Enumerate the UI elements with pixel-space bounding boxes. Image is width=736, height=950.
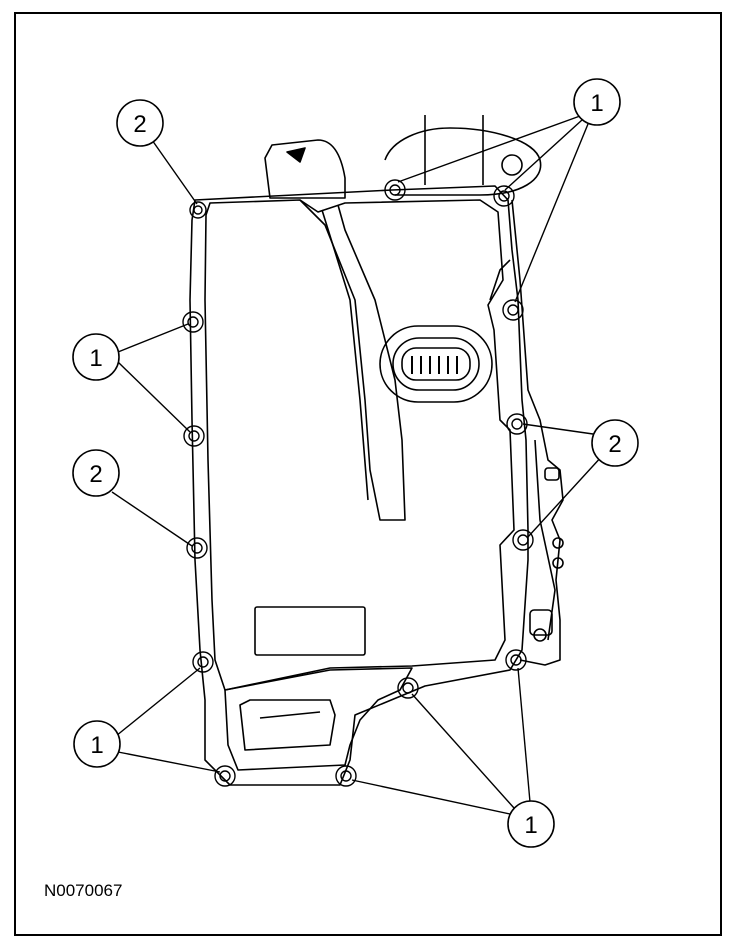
pan-flange-outer — [189, 185, 529, 786]
bolt — [186, 537, 208, 559]
housing-right — [489, 199, 564, 666]
callout-2-top-left: 2 — [116, 99, 164, 147]
svg-text:2: 2 — [89, 461, 102, 488]
electrical-connector — [379, 325, 493, 403]
pan-rib — [299, 199, 406, 521]
svg-text:1: 1 — [524, 812, 537, 839]
callout-2-left-middle: 2 — [72, 449, 120, 497]
bolt — [182, 311, 204, 333]
shaft-tube — [384, 115, 542, 196]
svg-text:2: 2 — [133, 111, 146, 138]
bolt — [183, 425, 205, 447]
callout-1-left-lower: 1 — [73, 720, 121, 768]
bolt — [502, 299, 524, 321]
figure-id: N0070067 — [44, 881, 123, 900]
callout-1-left-upper: 1 — [72, 333, 120, 381]
callout-2-right: 2 — [591, 419, 639, 467]
callout-1-bottom: 1 — [507, 800, 555, 848]
svg-text:1: 1 — [590, 90, 603, 117]
svg-text:1: 1 — [89, 345, 102, 372]
bolt — [505, 649, 527, 671]
svg-text:2: 2 — [608, 431, 621, 458]
leader-lines — [111, 115, 604, 815]
callout-1-top-right: 1 — [573, 78, 621, 126]
bolt — [384, 179, 406, 201]
bolt — [335, 765, 357, 787]
diagram-frame — [14, 12, 722, 936]
bolt — [493, 185, 515, 207]
bolt — [214, 765, 236, 787]
bolt — [189, 201, 207, 219]
callouts: 1 2 1 2 2 1 1 — [72, 78, 639, 848]
pan-bolts — [182, 179, 534, 787]
label-plate — [254, 606, 366, 656]
svg-text:1: 1 — [90, 732, 103, 759]
filler-neck — [264, 139, 346, 199]
bolt — [512, 529, 534, 551]
pan-lower-extension — [224, 667, 413, 771]
pan-body — [204, 199, 515, 691]
bolt — [397, 677, 419, 699]
bolt — [192, 651, 214, 673]
